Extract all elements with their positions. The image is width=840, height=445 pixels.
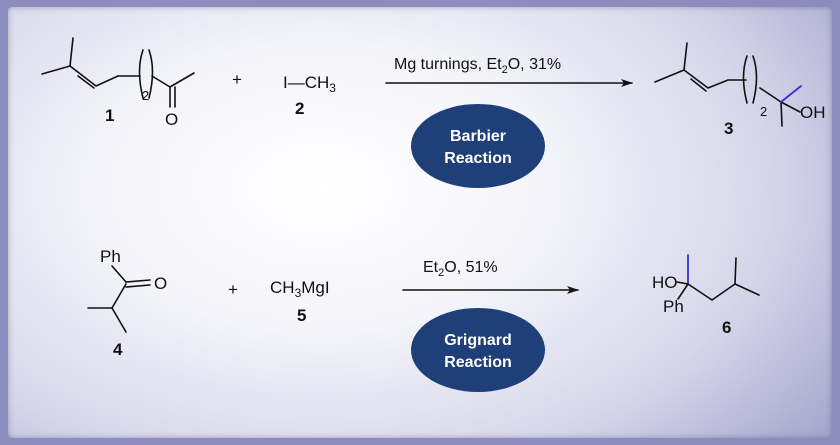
new-carbon-carbon-bond-3 xyxy=(780,85,802,103)
carbonyl-oxygen-4: O xyxy=(154,274,167,293)
reaction-conditions-bottom: Et2O, 51% xyxy=(423,259,498,279)
carbonyl-oxygen-1: O xyxy=(165,110,178,129)
repeat-bracket-left-3 xyxy=(742,55,748,104)
product-6: HO Ph 6 xyxy=(652,254,760,337)
phenyl-4: Ph xyxy=(100,247,121,266)
compound-number-6: 6 xyxy=(722,318,731,337)
repeat-bracket-right-3 xyxy=(752,55,758,104)
compound-1: 2 O 1 xyxy=(41,37,195,129)
reaction-conditions-top: Mg turnings, Et2O, 31% xyxy=(394,56,561,76)
repeat-subscript-3: 2 xyxy=(760,104,767,119)
methyl-iodide-formula: I—CH3 xyxy=(283,73,336,95)
grignard-reaction-badge: Grignard Reaction xyxy=(411,308,545,392)
compound-number-5: 5 xyxy=(297,306,306,325)
repeat-bracket-right xyxy=(148,49,154,99)
hydroxyl-3: OH xyxy=(800,103,826,122)
grignard-label-line1: Grignard xyxy=(444,332,512,349)
barbier-label-line1: Barbier xyxy=(450,128,506,145)
compound-4: Ph O 4 xyxy=(87,247,167,359)
barbier-label-line2: Reaction xyxy=(444,150,512,167)
repeat-bracket-left xyxy=(138,49,144,99)
compound-number-3: 3 xyxy=(724,119,733,138)
compound-number-4: 4 xyxy=(113,340,123,359)
phenyl-6: Ph xyxy=(663,297,684,316)
repeat-subscript-1: 2 xyxy=(142,88,149,103)
compound-number-1: 1 xyxy=(105,106,114,125)
product-3: 2 OH 3 xyxy=(654,42,826,138)
methylmagnesium-iodide-formula: CH3MgI xyxy=(270,278,330,300)
grignard-label-line2: Reaction xyxy=(444,354,512,371)
plus-sign-bottom: + xyxy=(228,280,238,299)
compound-2: I—CH3 2 xyxy=(283,73,336,118)
plus-sign-top: + xyxy=(232,70,242,89)
hydroxyl-6: HO xyxy=(652,273,678,292)
compound-5: CH3MgI 5 xyxy=(270,278,330,325)
barbier-reaction-badge: Barbier Reaction xyxy=(411,104,545,188)
compound-number-2: 2 xyxy=(295,99,304,118)
